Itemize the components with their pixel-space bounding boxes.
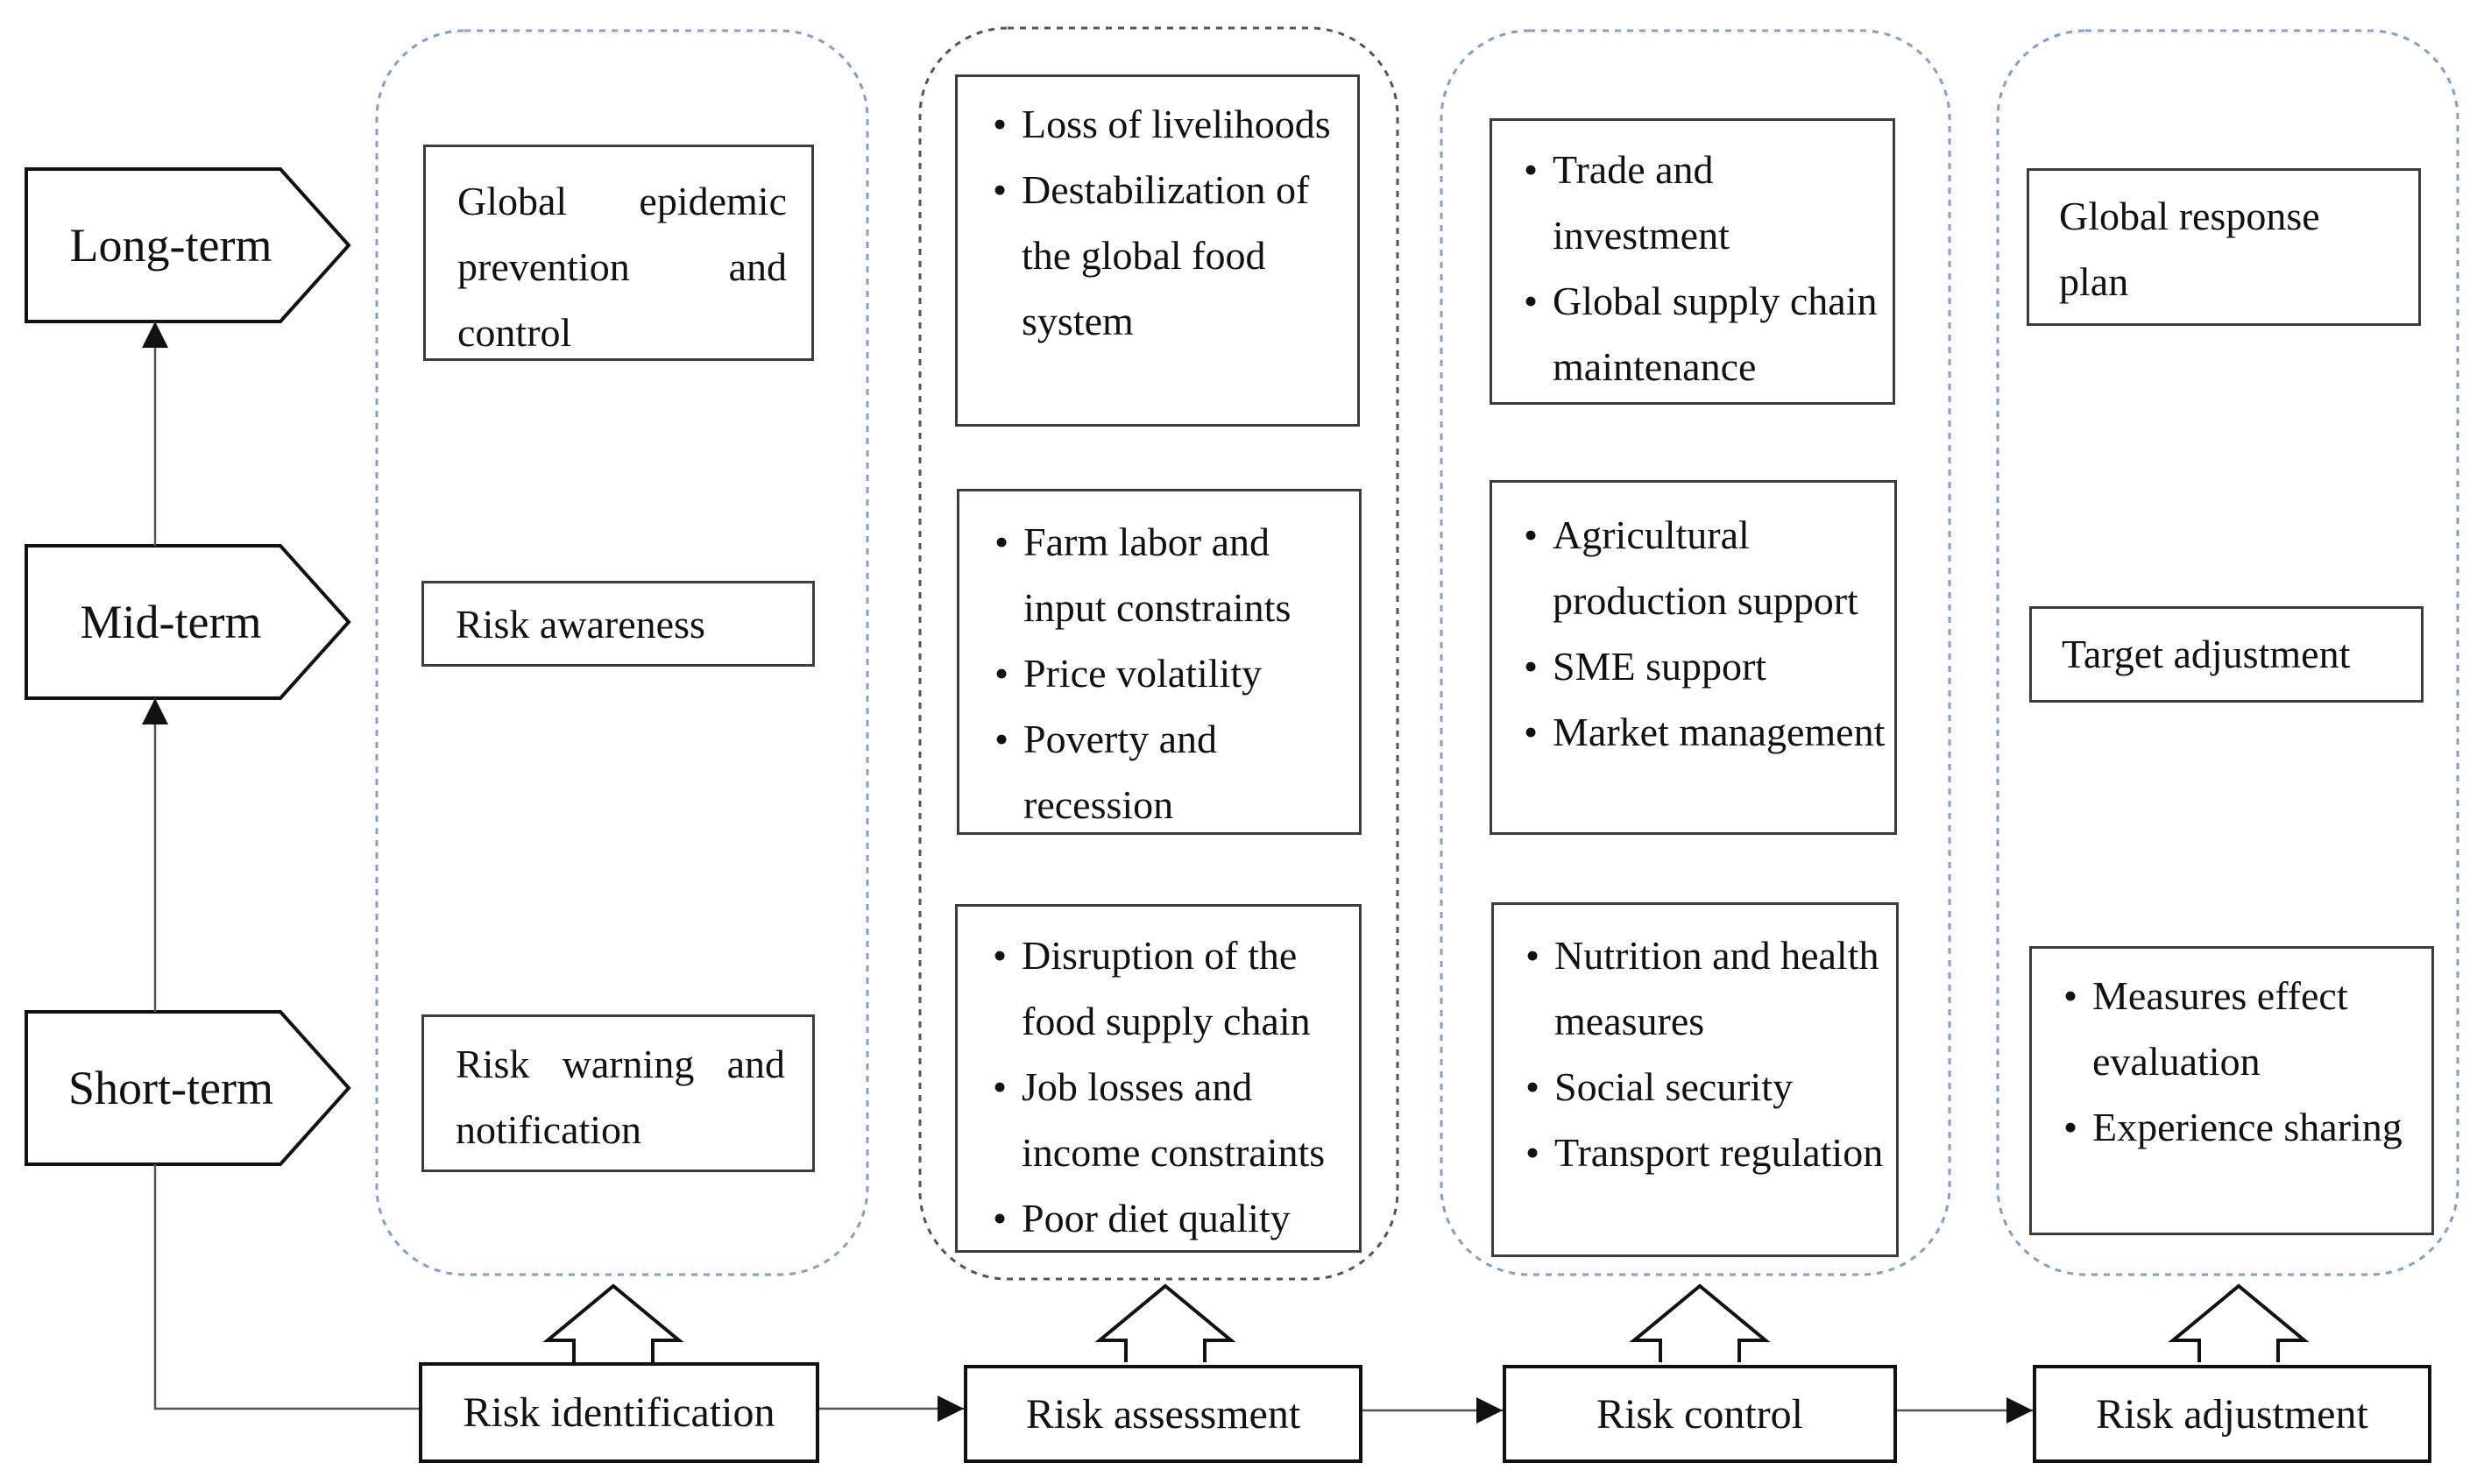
bullet-item: Price volatility (984, 640, 1352, 706)
stage-group-identification (375, 29, 869, 1276)
bullet-item: Poverty and recession (984, 706, 1352, 837)
assessment-long-term-box: Loss of livelihoodsDestabilization of th… (955, 74, 1360, 427)
timeframe-label-short: Short-term (68, 1062, 273, 1114)
control-short-term-list: Nutrition and health measuresSocial secu… (1515, 922, 1897, 1185)
bullet-item: Destabilization of the global food syste… (982, 157, 1333, 354)
stage-box-risk-control: Risk control (1503, 1365, 1897, 1463)
assessment-mid-term-box: Farm labor and input constraintsPrice vo… (957, 489, 1362, 835)
assessment-short-term-list: Disruption of the food supply chainJob l… (982, 922, 1359, 1251)
assessment-long-term-list: Loss of livelihoodsDestabilization of th… (982, 91, 1333, 354)
bullet-item: Measures effect evaluation (2053, 963, 2431, 1094)
bullet-item: Poor diet quality (982, 1185, 1359, 1251)
stage-group-adjustment (1996, 29, 2459, 1276)
assessment-short-term-box: Disruption of the food supply chainJob l… (955, 904, 1362, 1253)
identification-short-term-text: Risk warning and notification (456, 1042, 785, 1152)
identification-long-term-text: Global epidemic prevention and control (457, 179, 787, 355)
bullet-item: Job losses and income constraints (982, 1054, 1359, 1185)
bullet-item: Global supply chain maintenance (1513, 268, 1892, 399)
assessment-mid-term-list: Farm labor and input constraintsPrice vo… (984, 509, 1352, 837)
timeframe-shape-long (25, 167, 351, 323)
stage-group-assessment (918, 26, 1399, 1281)
bullet-item: Disruption of the food supply chain (982, 922, 1359, 1054)
bullet-item: Transport regulation (1515, 1120, 1897, 1185)
connector-short-term-to-identification (153, 1164, 419, 1410)
bullet-item: Farm labor and input constraints (984, 509, 1352, 640)
identification-mid-term-box: Risk awareness (421, 581, 815, 667)
control-short-term-box: Nutrition and health measuresSocial secu… (1491, 902, 1899, 1257)
stage-label: Risk control (1596, 1390, 1803, 1438)
identification-mid-term-text: Risk awareness (456, 602, 705, 647)
adjustment-short-term-list: Measures effect evaluationExperience sha… (2053, 963, 2431, 1160)
control-long-term-list: Trade and investmentGlobal supply chain … (1513, 137, 1892, 399)
adjustment-mid-term-box: Target adjustment (2029, 606, 2424, 703)
bullet-item: Loss of livelihoods (982, 91, 1333, 157)
stage-group-control (1440, 29, 1951, 1276)
bullet-item: Market management (1513, 699, 1895, 765)
bullet-item: SME support (1513, 633, 1895, 699)
stage-box-risk-assessment: Risk assessment (964, 1365, 1362, 1463)
stage-label: Risk adjustment (2096, 1390, 2368, 1438)
block-arrow-identification (542, 1283, 684, 1362)
adjustment-long-term-text: Global response plan (2059, 194, 2320, 304)
block-arrow-control (1629, 1283, 1771, 1362)
adjustment-mid-term-text: Target adjustment (2062, 632, 2351, 676)
bullet-item: Social security (1515, 1054, 1897, 1120)
stage-label: Risk identification (463, 1389, 775, 1436)
block-arrow-assessment (1094, 1283, 1236, 1362)
adjustment-short-term-box: Measures effect evaluationExperience sha… (2029, 946, 2434, 1235)
stage-box-risk-adjustment: Risk adjustment (2033, 1365, 2431, 1463)
stage-label: Risk assessment (1025, 1390, 1301, 1438)
control-mid-term-list: Agricultural production supportSME suppo… (1513, 502, 1895, 765)
bullet-item: Experience sharing (2053, 1094, 2431, 1160)
timeframe-label-long: Long-term (69, 219, 272, 272)
bullet-item: Agricultural production support (1513, 502, 1895, 633)
timeframe-shape-mid (25, 544, 351, 700)
stage-box-risk-identification: Risk identification (419, 1362, 819, 1463)
identification-short-term-box: Risk warning and notification (421, 1014, 815, 1172)
control-long-term-box: Trade and investmentGlobal supply chain … (1490, 118, 1895, 405)
control-mid-term-box: Agricultural production supportSME suppo… (1490, 480, 1897, 835)
identification-long-term-box: Global epidemic prevention and control (423, 145, 814, 361)
block-arrow-adjustment (2168, 1283, 2310, 1362)
timeframe-label-mid: Mid-term (80, 596, 262, 648)
bullet-item: Nutrition and health measures (1515, 922, 1897, 1054)
bullet-item: Trade and investment (1513, 137, 1892, 268)
timeframe-shape-short (25, 1010, 351, 1166)
adjustment-long-term-box: Global response plan (2027, 168, 2421, 326)
